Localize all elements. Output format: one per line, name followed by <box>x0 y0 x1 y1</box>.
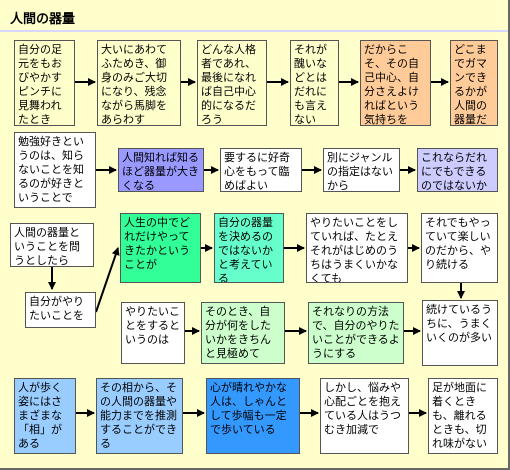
node-20: それなりの方法で、自分のやりたいことができるようにする <box>308 302 404 364</box>
node-19: そのとき、自分が何をしたいかをきちんと見極めて <box>201 302 285 364</box>
node-21: 続けているうちに、うまくいくのが多い <box>422 300 498 366</box>
node-9: 要するに好奇心をもって臨めばよい <box>220 148 302 192</box>
node-10: 別にジャンルの指定はないから <box>323 148 400 192</box>
node-14: 人生の中でどれだけやってきたかということが <box>120 213 201 283</box>
title-underline <box>0 30 508 32</box>
node-5: だからこそ、その自己中心、自分さえよければという気持ちを <box>360 40 431 126</box>
node-15: 自分の器量を決めるのではないかと考えている <box>214 213 284 283</box>
node-4: それが醜いなどとはだれにも言えない <box>290 40 339 126</box>
arrow-n13-n14 <box>95 247 120 313</box>
node-23: その相から、その人間の器量や能力までを推測することができる <box>96 378 183 454</box>
node-7: 勉強好きというのは、知らないことを知るのが好きということで <box>14 132 96 208</box>
node-25: しかし、悩みや心配ごとを抱えている人はうつむき加減で <box>320 378 409 454</box>
node-24: 心が晴れやかな人は、しゃんとして歩幅も一定で歩いている <box>206 378 300 454</box>
node-13: 自分がやりたいことを <box>25 292 96 328</box>
node-16: やりたいことをしていれば、たとえそれがはじめのうちはうまくいかなくても <box>306 213 408 283</box>
node-8: 人間知れば知るほど器量が大きくなる <box>118 148 204 192</box>
node-2: 大いにあわてふためき、御身のみご大切になり、残念ながら馬脚をあらわす <box>97 40 181 126</box>
node-11: これならだれにでもできるのではないか <box>417 148 498 192</box>
node-3: どんな人格者であれ、最後になれば自己中心的になるだろう <box>197 40 267 126</box>
diagram-title: 人間の器量 <box>10 12 76 27</box>
node-1: 自分の足元をもおびやかすピンチに見舞われたとき <box>14 40 75 126</box>
node-26: 足が地面に着くときも、離れるときも、切れ味がない <box>428 378 498 454</box>
node-18: やりたいことをするというのは <box>121 302 185 364</box>
node-22: 人が歩く姿にはさまざまな「相」がある <box>14 378 76 454</box>
node-17: それでもやっていて楽しいのだから、やり続ける <box>421 213 498 283</box>
node-6: どこまでガマンできるかが人間の器量だ <box>450 40 498 126</box>
node-12: 人間の器量ということを問うとしたら <box>10 223 94 267</box>
